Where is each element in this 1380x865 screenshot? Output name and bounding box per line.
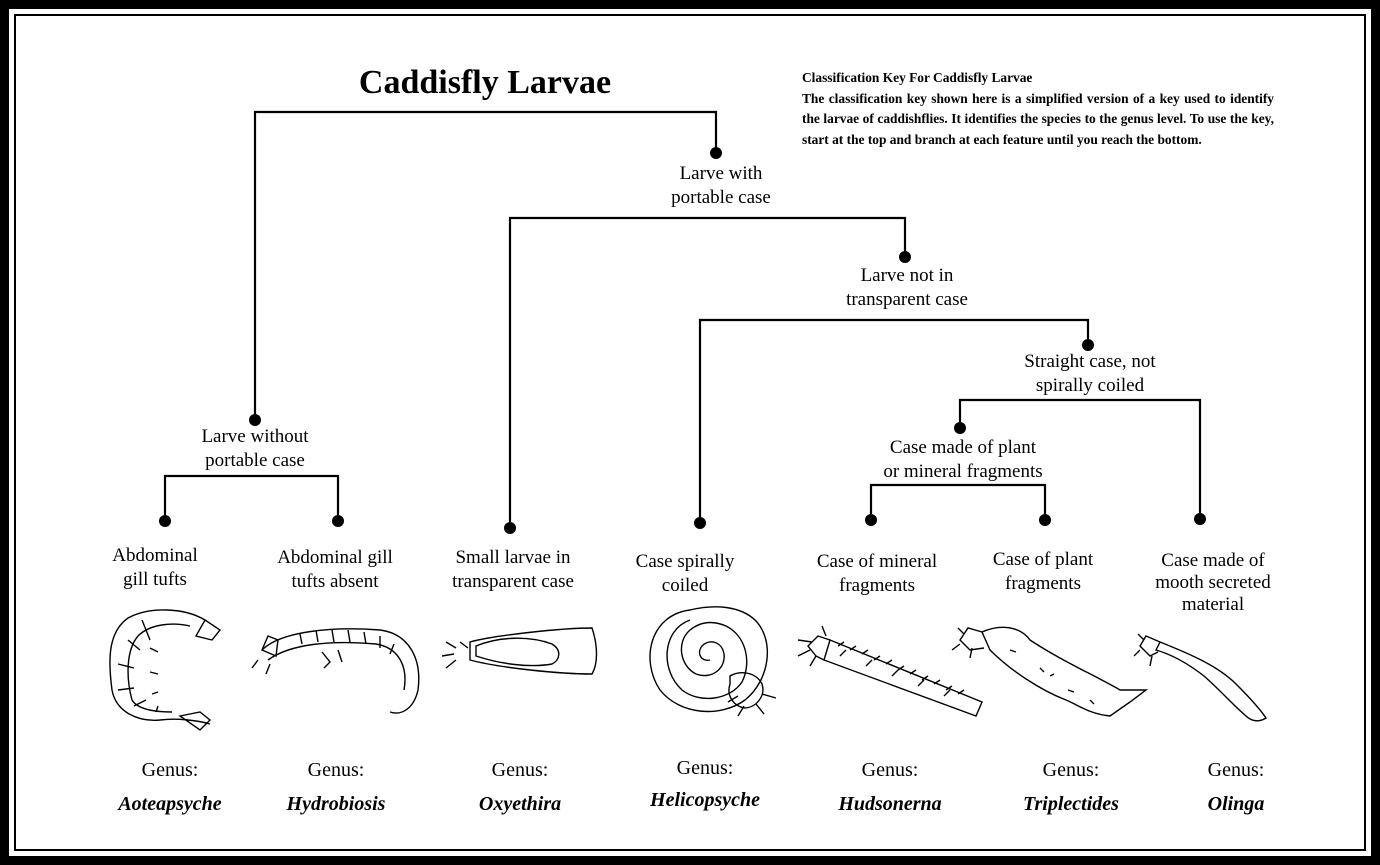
node-label-without-portable: Larve without portable case (165, 425, 345, 473)
genus-name: Hydrobiosis (266, 792, 406, 816)
genus-name: Oxyethira (450, 792, 590, 816)
genus-block-hudsonerna: Genus: Hudsonerna (820, 758, 960, 816)
node-label-line: Larve not in (815, 264, 999, 288)
leaf-label-line: coiled (610, 574, 760, 598)
leaf-label-line: Case of mineral (792, 550, 962, 574)
node-dot-not-transparent (899, 251, 911, 263)
diagram-title: Caddisfly Larvae (330, 64, 640, 102)
leaf-label-line: Case made of (1128, 550, 1298, 572)
genus-block-oxyethira: Genus: Oxyethira (450, 758, 590, 816)
leaf-dot-aoteapsyche (159, 515, 171, 527)
genus-label: Genus: (266, 758, 406, 782)
node-label-line: transparent case (815, 288, 999, 312)
genus-label: Genus: (100, 758, 240, 782)
node-label-line: portable case (636, 186, 806, 210)
node-label-line: Larve with (636, 162, 806, 186)
genus-name: Helicopsyche (635, 788, 775, 812)
genus-name: Triplectides (1001, 792, 1141, 816)
info-heading: Classification Key For Caddisfly Larvae (802, 68, 1274, 89)
leaf-dot-hydrobiosis (332, 515, 344, 527)
node-dot-plant-mineral (954, 422, 966, 434)
branch-root (255, 112, 716, 420)
genus-block-hydrobiosis: Genus: Hydrobiosis (266, 758, 406, 816)
genus-label: Genus: (635, 756, 775, 780)
branch-plant-mineral (871, 485, 1045, 520)
leaf-dot-helicopsyche (694, 517, 706, 529)
leaf-label-oxyethira: Small larvae in transparent case (428, 546, 598, 594)
leaf-label-helicopsyche: Case spirally coiled (610, 550, 760, 598)
oxyethira-case-icon (442, 628, 597, 674)
leaf-label-line: material (1128, 594, 1298, 616)
leaf-label-line: transparent case (428, 570, 598, 594)
info-body: The classification key shown here is a s… (802, 89, 1274, 151)
leaf-label-line: fragments (968, 572, 1118, 596)
genus-label: Genus: (1001, 758, 1141, 782)
leaf-label-line: Abdominal (85, 544, 225, 568)
node-label-not-transparent: Larve not in transparent case (815, 264, 999, 312)
genus-name: Aoteapsyche (100, 792, 240, 816)
node-label-portable: Larve with portable case (636, 162, 806, 210)
leaf-label-line: tufts absent (250, 570, 420, 594)
leaf-label-line: Abdominal gill (250, 546, 420, 570)
genus-name: Hudsonerna (820, 792, 960, 816)
genus-label: Genus: (1166, 758, 1306, 782)
node-label-line: spirally coiled (990, 374, 1190, 398)
node-label-line: or mineral fragments (848, 460, 1078, 484)
genus-block-aoteapsyche: Genus: Aoteapsyche (100, 758, 240, 816)
node-label-plant-mineral: Case made of plant or mineral fragments (848, 436, 1078, 484)
leaf-label-line: gill tufts (85, 568, 225, 592)
genus-name: Olinga (1166, 792, 1306, 816)
leaf-dot-oxyethira (504, 522, 516, 534)
genus-block-olinga: Genus: Olinga (1166, 758, 1306, 816)
node-label-line: portable case (165, 449, 345, 473)
branch-without-portable (165, 476, 338, 520)
leaf-label-line: Case of plant (968, 548, 1118, 572)
info-panel: Classification Key For Caddisfly Larvae … (802, 68, 1274, 150)
node-label-line: Straight case, not (990, 350, 1190, 374)
leaf-label-line: Case spirally (610, 550, 760, 574)
genus-block-helicopsyche: Genus: Helicopsyche (635, 756, 775, 812)
leaf-label-aoteapsyche: Abdominal gill tufts (85, 544, 225, 592)
leaf-label-hudsonerna: Case of mineral fragments (792, 550, 962, 598)
leaf-label-line: mooth secreted (1128, 572, 1298, 594)
leaf-label-hydrobiosis: Abdominal gill tufts absent (250, 546, 420, 594)
leaf-dot-hudsonerna (865, 514, 877, 526)
aoteapsyche-larva-icon (110, 610, 220, 730)
hydrobiosis-larva-icon (252, 629, 419, 713)
leaf-label-line: fragments (792, 574, 962, 598)
spiral-shell-icon (650, 607, 776, 716)
leaf-dot-olinga (1194, 513, 1206, 525)
leaf-label-olinga: Case made of mooth secreted material (1128, 550, 1298, 616)
node-dot-portable (710, 147, 722, 159)
genus-block-triplectides: Genus: Triplectides (1001, 758, 1141, 816)
node-label-line: Case made of plant (848, 436, 1078, 460)
leaf-dot-triplectides (1039, 514, 1051, 526)
leaf-label-triplectides: Case of plant fragments (968, 548, 1118, 596)
secreted-tube-icon (1134, 634, 1266, 721)
genus-label: Genus: (450, 758, 590, 782)
genus-label: Genus: (820, 758, 960, 782)
node-label-line: Larve without (165, 425, 345, 449)
node-label-straight: Straight case, not spirally coiled (990, 350, 1190, 398)
mineral-case-icon (798, 626, 982, 716)
leaf-label-line: Small larvae in (428, 546, 598, 570)
